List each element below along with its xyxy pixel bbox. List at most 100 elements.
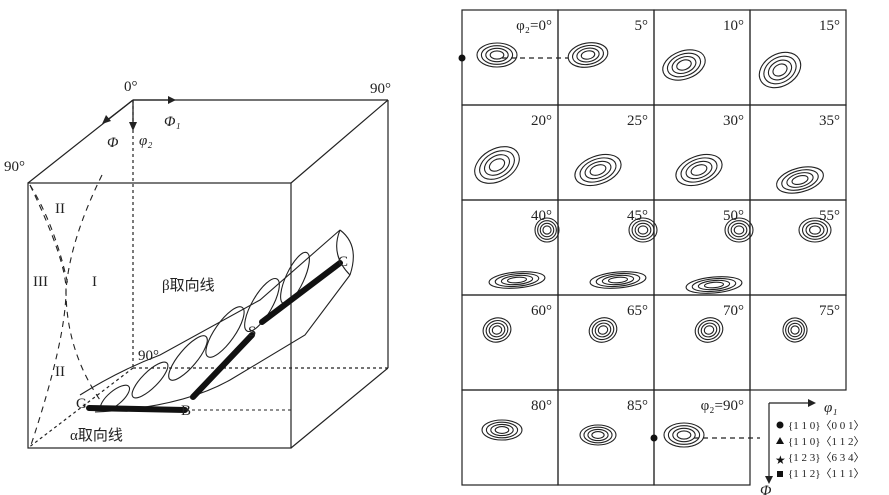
odf-contour: [785, 320, 805, 340]
odf-contour: [781, 169, 819, 191]
triangle-icon: [776, 437, 784, 444]
odf-section-cell: 55°: [749, 199, 847, 296]
cube-hidden-diag: [27, 367, 134, 449]
star-icon: ★: [775, 453, 786, 467]
goss-marker-icon: [650, 434, 658, 442]
odf-contour: [488, 158, 506, 172]
odf-section-frame: [749, 294, 847, 391]
axis-phi1-label: Φ₁: [164, 114, 181, 130]
odf-contour: [476, 42, 518, 68]
odf-section-label: 65°: [627, 303, 648, 319]
odf-contour: [584, 160, 612, 180]
odf-contour: [628, 217, 658, 243]
odf-contour: [591, 319, 615, 341]
odf-contour: [801, 220, 829, 240]
odf-section-label: 70°: [723, 303, 744, 319]
odf-section-cell: φ₂=90°: [653, 389, 751, 486]
odf-contour: [580, 50, 596, 60]
legend-axis-phi1: φ₁: [824, 400, 838, 416]
odf-contour: [675, 153, 723, 187]
circle-icon: [776, 421, 784, 429]
odf-section-cell: 45°: [557, 199, 658, 296]
alpha-fiber-label: α取向线: [70, 427, 123, 444]
odf-section-cell: 75°: [749, 294, 847, 391]
cube-top-right-edge: [290, 99, 389, 184]
odf-section-label: 50°: [723, 208, 744, 224]
odf-contour: [576, 47, 600, 63]
square-icon: [777, 471, 783, 477]
point-G-label: G: [76, 396, 87, 412]
odf-section-label: 25°: [627, 113, 648, 129]
odf-section-cell: φ₂=0°: [461, 9, 559, 106]
odf-contour: [583, 426, 613, 444]
region-I-label: I: [92, 274, 97, 290]
odf-contour: [776, 166, 824, 194]
odf-contour: [634, 222, 652, 238]
legend-item-3: {1 2 3}〈6 3 4〉: [788, 451, 865, 464]
odf-contour: [690, 164, 708, 176]
phi2-inner-label: 90°: [138, 348, 159, 364]
odf-contour: [579, 157, 617, 183]
cube-bottom-right-edge: [290, 367, 389, 449]
axis-phi2-label: φ₂: [139, 133, 153, 149]
odf-contour: [595, 272, 641, 288]
odf-section-label: 20°: [531, 113, 552, 129]
odf-contour: [805, 222, 825, 238]
odf-section-cell: 60°: [461, 294, 559, 391]
odf-section-cell: 80°: [461, 389, 559, 486]
odf-contour: [500, 274, 534, 286]
odf-contour: [491, 325, 503, 335]
odf-contour: [542, 225, 552, 235]
odf-section-label: 85°: [627, 398, 648, 414]
odf-contour: [724, 217, 754, 243]
odf-section-cell: 5°: [557, 9, 655, 106]
odf-contour: [572, 44, 604, 66]
odf-contour: [579, 424, 617, 446]
odf-contour: [700, 322, 718, 338]
legend: φ₁ Φ {1 1 0}〈0 0 1〉 {1 1 0}〈1 1 2〉 ★ {1 …: [760, 399, 865, 495]
legend-phi-arrow-icon: [765, 476, 773, 484]
odf-contour: [485, 47, 509, 63]
region-III-label: III: [33, 274, 48, 290]
region-boundaries: [29, 174, 103, 449]
odf-contour: [663, 422, 705, 448]
odf-section-cell: 25°: [557, 104, 655, 201]
phi2-arrow-icon: [129, 122, 137, 131]
odf-contour: [587, 428, 609, 442]
odf-contour: [671, 55, 697, 75]
odf-contour: [697, 319, 721, 341]
odf-contour: [482, 317, 512, 343]
odf-contour: [474, 146, 520, 184]
odf-contour: [787, 322, 803, 338]
odf-contour: [733, 225, 745, 235]
odf-contour: [691, 277, 737, 293]
odf-contour: [601, 274, 635, 286]
phi-arrow-icon: [102, 115, 111, 124]
legend-item-4: {1 1 2}〈1 1 1〉: [788, 467, 865, 480]
phi1-max-label: 90°: [370, 81, 391, 97]
cube-front-face: [27, 182, 292, 449]
beta-fiber-label: β取向线: [162, 277, 215, 294]
cube-axes: [102, 96, 176, 131]
odf-contour: [539, 222, 555, 238]
region-II-top-label: II: [55, 201, 65, 217]
odf-contour: [730, 222, 748, 238]
odf-contour: [506, 276, 528, 284]
odf-section-cell: 30°: [653, 104, 751, 201]
odf-contour: [772, 63, 788, 77]
legend-axis-phi: Φ: [760, 483, 772, 495]
fiber-lines: [86, 260, 343, 413]
odf-section-label: 45°: [627, 208, 648, 224]
odf-contour: [798, 217, 832, 243]
odf-contour: [594, 322, 612, 338]
odf-contour: [479, 150, 515, 180]
beta-fiber-tube: [79, 229, 354, 413]
phi-max-label: 90°: [4, 159, 25, 175]
odf-section-label: 15°: [819, 18, 840, 34]
point-B-label: B: [181, 403, 191, 419]
odf-contour: [485, 421, 519, 439]
odf-contour: [685, 160, 713, 180]
legend-item-2: {1 1 0}〈1 1 2〉: [788, 435, 865, 448]
odf-contour: [703, 281, 725, 289]
